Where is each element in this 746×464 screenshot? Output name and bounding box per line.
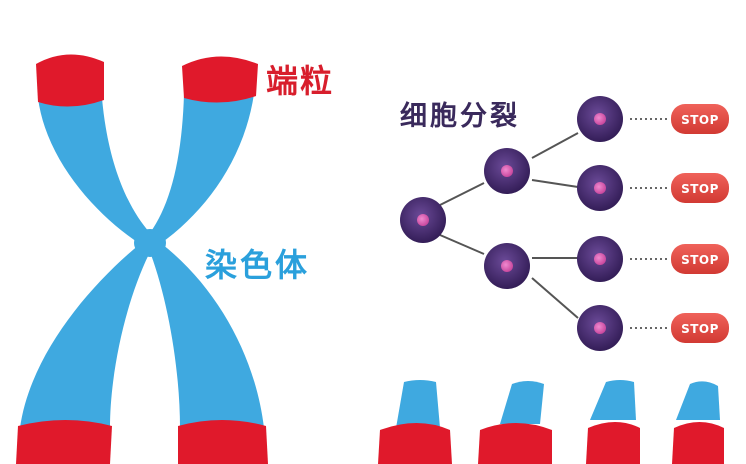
- telomere-cap-upper-left: [36, 54, 104, 107]
- centromere: [134, 229, 166, 257]
- chromosome-arm-upper-right: [150, 94, 254, 244]
- chromatid-end-2: [478, 381, 552, 464]
- telomere-cap-lower-left: [16, 420, 112, 464]
- chromosome-arm-lower-left: [20, 244, 150, 428]
- cell-gen3-1: [577, 96, 623, 142]
- chromosome-arm-lower-right: [150, 244, 264, 428]
- svg-text:STOP: STOP: [681, 182, 719, 196]
- chromosome: [16, 54, 268, 464]
- telomere-label: 端粒: [266, 62, 335, 100]
- svg-text:STOP: STOP: [681, 113, 719, 127]
- cell-gen3-4: [577, 305, 623, 351]
- chromatid-end-4: [672, 381, 724, 464]
- stop-sign-4: STOP: [671, 313, 729, 343]
- cell-gen2-bottom: [484, 243, 530, 289]
- telomere-cap-lower-right: [178, 420, 268, 464]
- svg-text:STOP: STOP: [681, 253, 719, 267]
- cell-gen2-top: [484, 148, 530, 194]
- chromatid-end-3: [586, 380, 640, 464]
- chromosome-arm-upper-left: [38, 98, 150, 244]
- telomere-cap-upper-right: [182, 56, 258, 103]
- dotted-connectors: [630, 118, 668, 329]
- stop-sign-3: STOP: [671, 244, 729, 274]
- chromatid-end-1: [378, 380, 452, 464]
- cell-gen3-2: [577, 165, 623, 211]
- division-connectors: [439, 132, 579, 319]
- stop-sign-2: STOP: [671, 173, 729, 203]
- stop-sign-1: STOP: [671, 104, 729, 134]
- cell-gen3-3: [577, 236, 623, 282]
- cell-division-label: 细胞分裂: [400, 101, 520, 132]
- cell-root: [400, 197, 446, 243]
- chromosome-label: 染色体: [205, 246, 311, 284]
- shortening-telomere-strands: [378, 380, 724, 464]
- svg-text:STOP: STOP: [681, 322, 719, 336]
